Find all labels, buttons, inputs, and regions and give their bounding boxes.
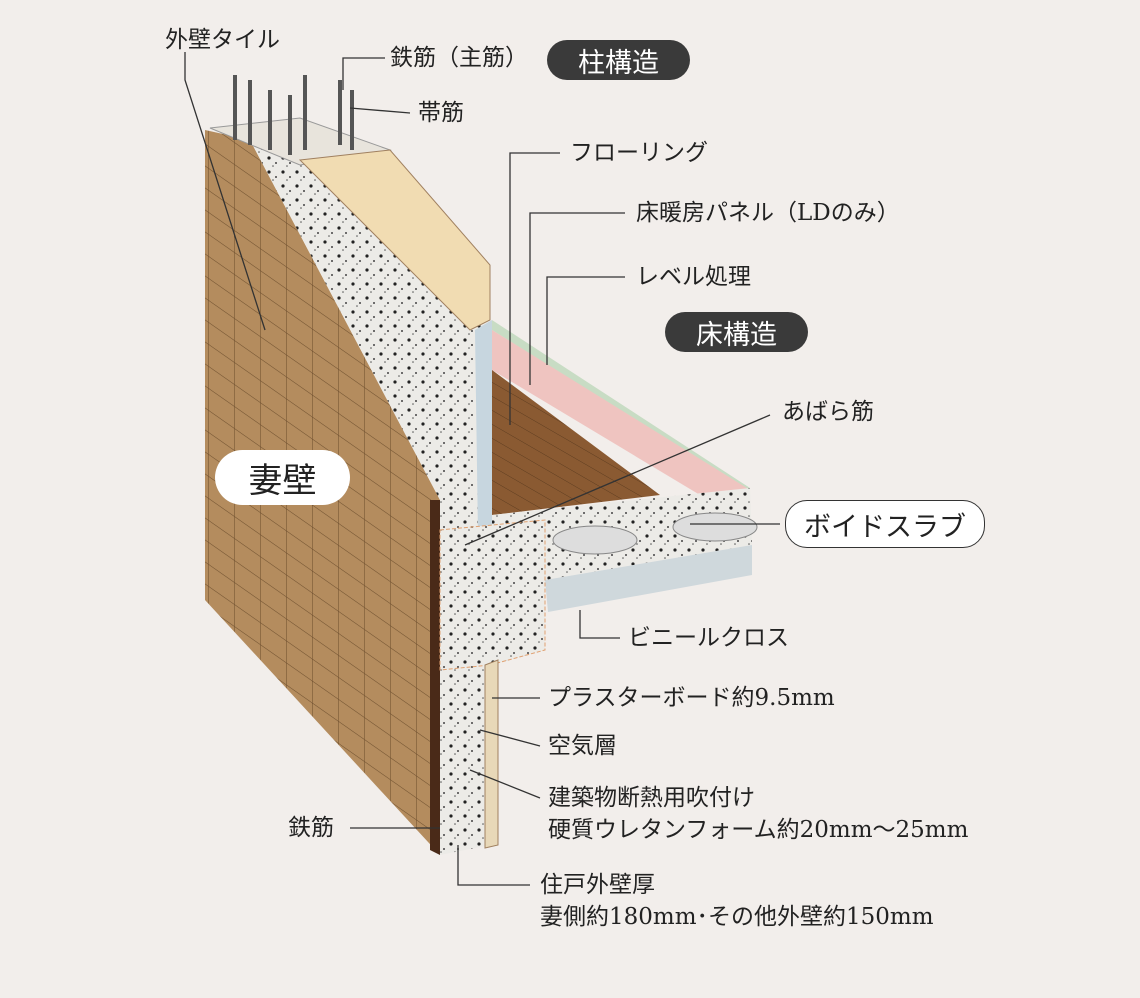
label-rebar: 鉄筋 (288, 815, 334, 841)
label-floor-heating: 床暖房パネル（LDのみ） (636, 200, 900, 226)
label-main-rebar: 鉄筋（主筋） (390, 45, 528, 71)
tile-edge (430, 500, 440, 855)
label-insulation-2: 硬質ウレタンフォーム約20mm～25mm (548, 817, 969, 843)
beam (439, 519, 546, 671)
badge-void-slab: ボイドスラブ (785, 500, 985, 548)
label-insulation-1: 建築物断熱用吹付け (548, 785, 755, 811)
badge-gable-wall: 妻壁 (215, 450, 350, 505)
label-plasterboard: プラスターボード約9.5mm (548, 685, 835, 711)
label-vinyl-cloth: ビニールクロス (628, 625, 789, 651)
concrete-wall (250, 140, 490, 855)
label-flooring: フローリング (570, 140, 708, 166)
label-air-layer: 空気層 (548, 733, 617, 759)
label-leveling: レベル処理 (636, 264, 751, 290)
insulation-layer (475, 320, 492, 535)
badge-column-structure: 柱構造 (547, 40, 690, 80)
void-hole (552, 525, 638, 555)
label-exterior-tile: 外壁タイル (165, 27, 280, 53)
void-hole (672, 512, 758, 542)
badge-floor-structure: 床構造 (665, 312, 808, 352)
column-rebars (233, 75, 354, 155)
ceiling-board (545, 545, 752, 612)
label-stirrup: あばら筋 (782, 399, 874, 425)
label-wall-thickness-2: 妻側約180mm･その他外壁約150mm (540, 904, 934, 930)
flooring (492, 370, 660, 515)
floor-heating-panel (492, 330, 750, 495)
wall-interior-board (484, 659, 499, 849)
leader-lines (184, 52, 780, 886)
label-wall-thickness-1: 住戸外壁厚 (540, 872, 655, 898)
interior-board (298, 149, 491, 331)
label-hoop: 帯筋 (418, 100, 464, 126)
floor-level-layer (492, 320, 750, 492)
